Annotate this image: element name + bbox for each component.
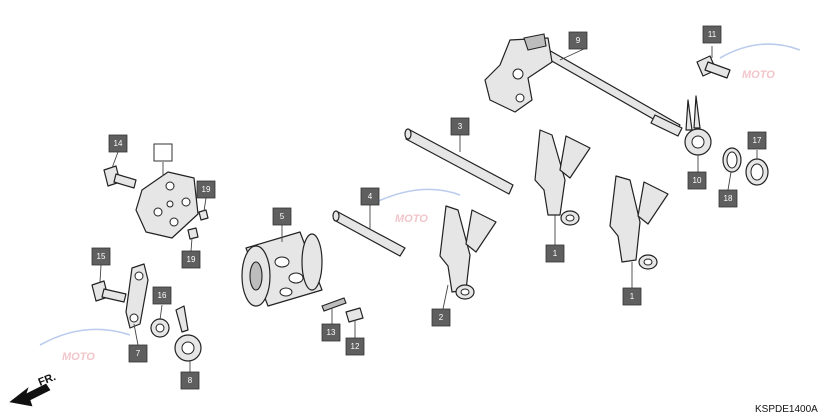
callout-5: 5 [272, 207, 292, 226]
circlip [722, 147, 742, 173]
svg-text:MOTO: MOTO [395, 213, 428, 225]
callout-18: 18 [718, 189, 738, 208]
svg-text:19: 19 [202, 185, 211, 194]
svg-text:4: 4 [368, 192, 373, 201]
spring-13 [321, 297, 347, 312]
svg-text:FR.: FR. [37, 371, 58, 389]
svg-text:1: 1 [630, 292, 635, 301]
svg-text:9: 9 [576, 36, 581, 45]
front-arrow-icon [9, 383, 51, 407]
watermark-right: MOTO [719, 43, 801, 81]
washer-17 [745, 158, 769, 186]
callout-15: 15 [91, 247, 111, 266]
svg-text:16: 16 [158, 291, 167, 300]
return-spring [684, 95, 712, 156]
front-direction-marker: FR. [9, 371, 58, 407]
pin-12 [345, 307, 364, 323]
svg-text:19: 19 [187, 255, 196, 264]
shift-drum [241, 231, 323, 307]
svg-text:10: 10 [693, 176, 702, 185]
callout-14: 14 [108, 134, 128, 153]
svg-text:1: 1 [553, 249, 558, 258]
dowel-pin-lower [187, 227, 199, 240]
fork-shaft-long [404, 128, 514, 195]
svg-text:MOTO: MOTO [742, 69, 775, 81]
bolt-11 [696, 55, 731, 79]
washer-16 [150, 318, 170, 338]
callout-9: 9 [568, 31, 588, 50]
callout-11: 11 [702, 25, 722, 44]
bolt-15 [91, 280, 127, 303]
callout-3: 3 [450, 117, 470, 136]
svg-text:3: 3 [458, 122, 463, 131]
callout-1-lower: 1 [622, 287, 642, 306]
watermark-center: MOTO [369, 188, 461, 225]
callout-19-upper: 19 [196, 180, 216, 199]
stopper-spring [174, 305, 202, 362]
shift-fork-upper [534, 129, 591, 226]
callout-4: 4 [360, 187, 380, 206]
drum-stopper-plate [135, 171, 199, 239]
watermark-left: MOTO [39, 328, 131, 363]
dowel-pin-upper [198, 209, 209, 221]
callout-13: 13 [321, 323, 341, 342]
gearshift-spindle [484, 33, 683, 137]
svg-text:15: 15 [97, 252, 106, 261]
svg-text:8: 8 [188, 376, 193, 385]
svg-text:7: 7 [136, 349, 141, 358]
callout-10: 10 [687, 171, 707, 190]
svg-text:17: 17 [753, 136, 762, 145]
callout-16: 16 [152, 286, 172, 305]
shift-fork-center [439, 205, 497, 300]
svg-text:14: 14 [114, 139, 123, 148]
callout-17: 17 [747, 131, 767, 150]
stopper-arm [125, 263, 149, 329]
bolt-14 [103, 165, 137, 189]
callout-19-lower: 19 [181, 250, 201, 269]
svg-text:5: 5 [280, 212, 285, 221]
svg-text:12: 12 [351, 342, 360, 351]
fork-shaft-short [332, 210, 406, 257]
svg-text:11: 11 [708, 30, 717, 39]
svg-text:2: 2 [439, 313, 444, 322]
svg-text:13: 13 [327, 328, 336, 337]
svg-text:18: 18 [724, 194, 733, 203]
callout-stopper-plate-empty [153, 143, 173, 162]
leader-lines [99, 46, 758, 372]
callout-2: 2 [431, 308, 451, 327]
callout-12: 12 [345, 337, 365, 356]
shift-fork-lower [609, 175, 669, 270]
callout-7: 7 [128, 344, 148, 363]
callout-8: 8 [180, 371, 200, 390]
callout-1-upper: 1 [545, 244, 565, 263]
diagram-code: KSPDE1400A [755, 404, 818, 415]
svg-text:MOTO: MOTO [62, 351, 95, 363]
